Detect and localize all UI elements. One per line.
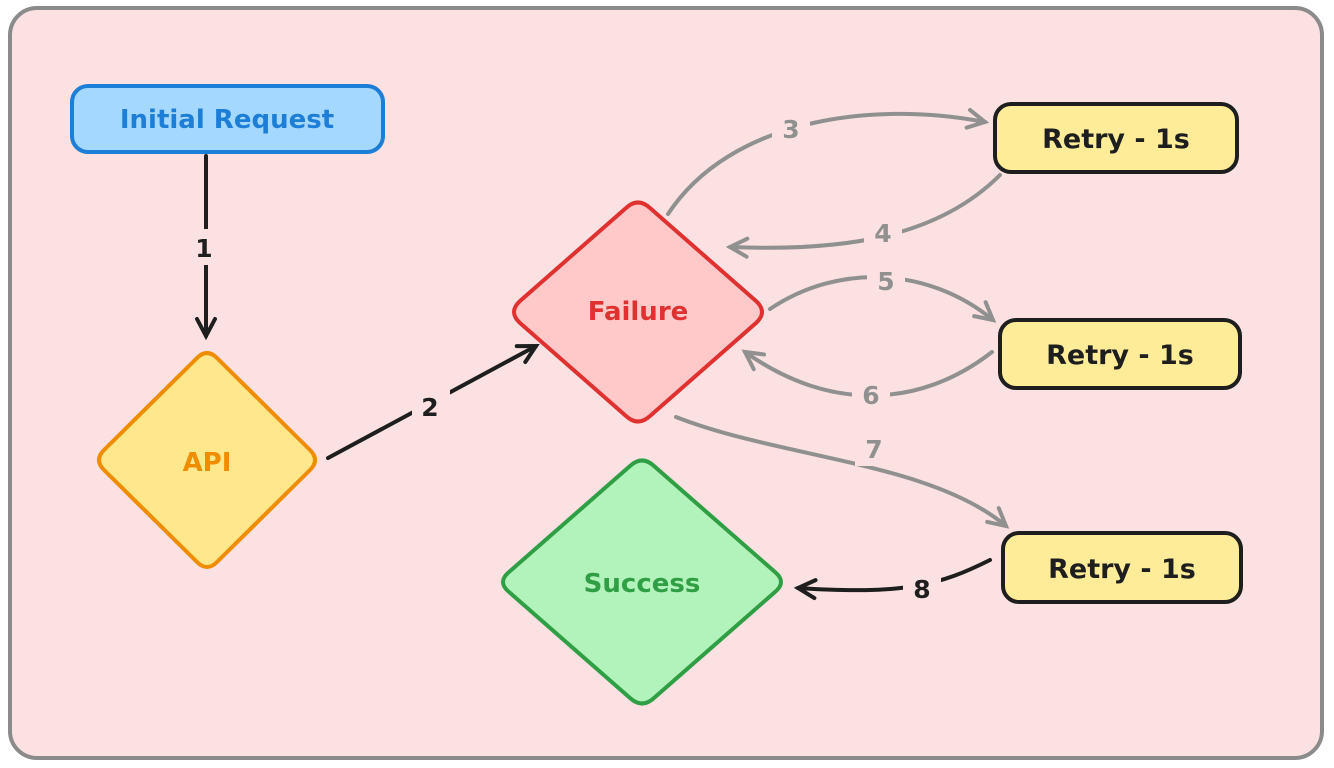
- node-success[interactable]: Success: [501, 458, 783, 706]
- edge-label-6: 6: [852, 376, 890, 412]
- node-initial-request-label: Initial Request: [120, 105, 334, 135]
- node-failure[interactable]: Failure: [512, 200, 764, 424]
- node-api-label: API: [183, 448, 232, 478]
- edge-label-7: 7: [855, 430, 893, 466]
- edge-label-2-text: 2: [421, 393, 438, 422]
- edge-label-5-text: 5: [877, 267, 894, 296]
- edge-label-4: 4: [864, 214, 902, 250]
- edge-label-1: 1: [186, 229, 222, 265]
- node-retry-2[interactable]: Retry - 1s: [998, 318, 1242, 390]
- edge-label-7-text: 7: [865, 435, 882, 464]
- edge-label-2: 2: [412, 388, 450, 424]
- node-retry-1-label: Retry - 1s: [1042, 124, 1190, 155]
- edge-label-8-text: 8: [913, 575, 930, 604]
- node-retry-2-label: Retry - 1s: [1046, 340, 1194, 371]
- node-failure-label: Failure: [588, 297, 689, 327]
- node-retry-3[interactable]: Retry - 1s: [1001, 531, 1243, 604]
- edge-label-5: 5: [867, 262, 905, 298]
- node-initial-request[interactable]: Initial Request: [70, 84, 385, 154]
- edge-7-failure-to-retry3[interactable]: [674, 415, 1010, 529]
- edge-label-8: 8: [903, 570, 941, 606]
- node-retry-3-label: Retry - 1s: [1048, 554, 1196, 585]
- edge-label-3-text: 3: [782, 115, 799, 144]
- edge-label-3: 3: [772, 110, 810, 146]
- edge-label-4-text: 4: [874, 219, 891, 248]
- node-api[interactable]: API: [97, 351, 317, 569]
- node-success-label: Success: [584, 569, 701, 599]
- edge-label-1-text: 1: [195, 234, 212, 263]
- node-retry-1[interactable]: Retry - 1s: [993, 102, 1239, 174]
- edge-label-6-text: 6: [862, 381, 879, 410]
